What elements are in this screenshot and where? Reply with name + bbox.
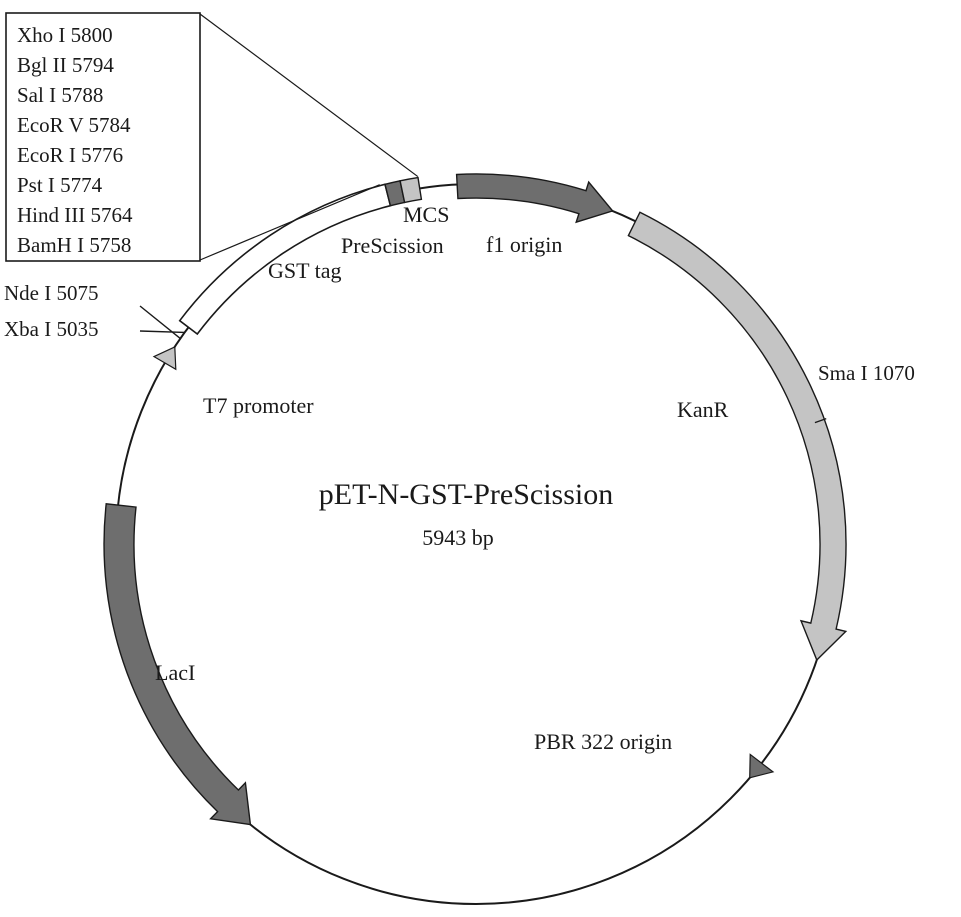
- mcs-callout-line-top: [199, 13, 419, 178]
- mcs-callout-line-bottom: [199, 184, 380, 261]
- f1-origin-feature: [455, 173, 614, 224]
- laci-label: LacI: [155, 660, 195, 685]
- mcs-site-label: Sal I 5788: [17, 83, 103, 107]
- restriction-site-ticks: [139, 305, 827, 424]
- plasmid-size: 5943 bp: [422, 525, 494, 550]
- pbr322-origin-marker: [749, 753, 775, 779]
- plasmid-name: pET-N-GST-PreScission: [319, 478, 613, 511]
- mcs-label: MCS: [403, 202, 449, 227]
- t7-promoter-marker: [152, 345, 177, 371]
- nde-site-label: Nde I 5075: [4, 281, 98, 305]
- nde-site-tick: [139, 305, 181, 340]
- mcs-site-label: EcoR I 5776: [17, 143, 123, 167]
- t7-promoter-label: T7 promoter: [203, 393, 314, 418]
- kanr-feature: [627, 211, 848, 662]
- sma-site-label: Sma I 1070: [818, 361, 915, 385]
- mcs-site-label: Bgl II 5794: [17, 53, 114, 77]
- prescission-label: PreScission: [341, 233, 444, 258]
- mcs-site-label: Xho I 5800: [17, 23, 113, 47]
- mcs-site-list: Xho I 5800 Bgl II 5794 Sal I 5788 EcoR V…: [17, 23, 133, 257]
- xba-site-tick: [139, 330, 185, 334]
- mcs-sites-box: [5, 12, 201, 262]
- mcs-site-label: BamH I 5758: [17, 233, 131, 257]
- mcs-site-label: EcoR V 5784: [17, 113, 131, 137]
- sma-site-tick: [814, 417, 827, 424]
- f1-origin-label: f1 origin: [486, 232, 562, 257]
- gst-tag-label: GST tag: [268, 258, 342, 283]
- mcs-site-label: Pst I 5774: [17, 173, 103, 197]
- pbr322-origin-label: PBR 322 origin: [534, 729, 672, 754]
- laci-feature: [103, 503, 252, 826]
- mcs-site-label: Hind III 5764: [17, 203, 133, 227]
- mcs-feature: [399, 176, 423, 204]
- xba-site-label: Xba I 5035: [4, 317, 98, 341]
- kanr-label: KanR: [677, 397, 729, 422]
